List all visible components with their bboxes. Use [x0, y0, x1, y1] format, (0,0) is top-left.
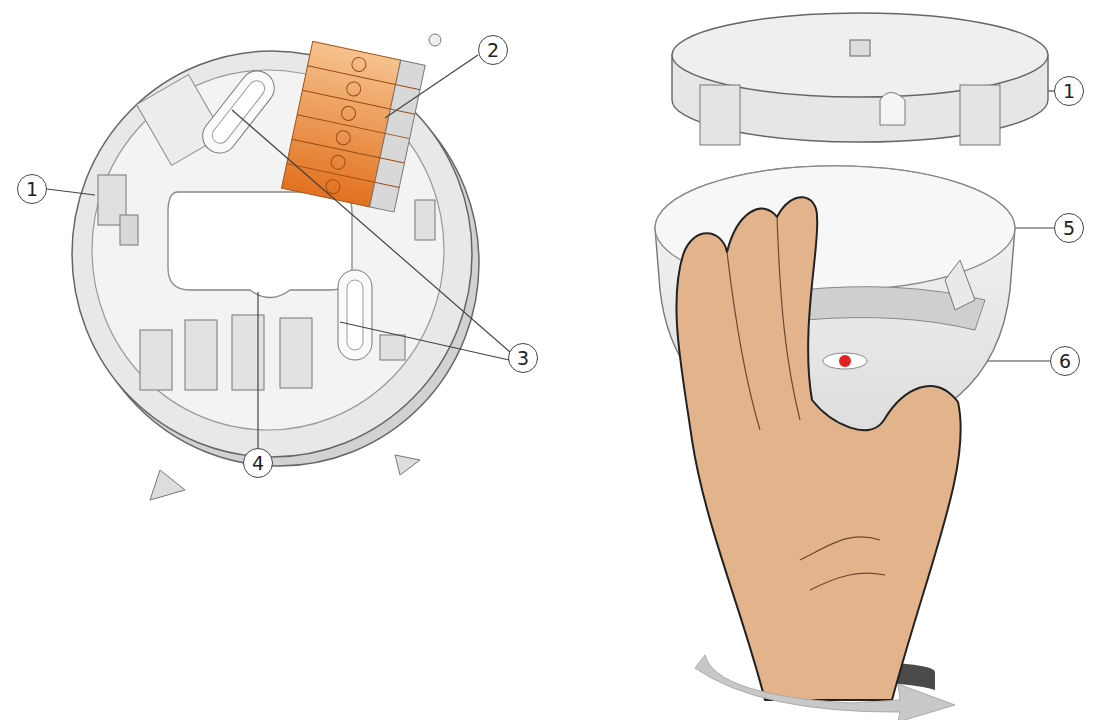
- clip: [380, 335, 405, 360]
- callout-number: 6: [1050, 346, 1080, 376]
- slot-outer: [196, 64, 281, 160]
- callout-number: 4: [243, 448, 273, 478]
- base-tab: [850, 40, 870, 56]
- clip: [415, 200, 435, 240]
- base-clip: [960, 85, 1000, 145]
- slot-outer: [338, 270, 372, 360]
- terminal-block: [282, 41, 426, 212]
- detector-vent: [945, 260, 975, 310]
- screw: [429, 34, 441, 46]
- callout-number: 3: [508, 343, 538, 373]
- cable-guide: [140, 330, 172, 390]
- led-window: [823, 353, 867, 369]
- cable-guide: [280, 318, 312, 388]
- cable-guide: [232, 315, 264, 390]
- slot-inner: [347, 280, 363, 350]
- base-top: [672, 13, 1048, 97]
- terminal-screws: [283, 47, 424, 207]
- hand: [676, 197, 960, 700]
- base-slot: [880, 93, 905, 126]
- rotation-arrow: [695, 655, 955, 720]
- base-tab: [150, 470, 185, 500]
- leader-lines: [47, 55, 1054, 448]
- cable-opening: [168, 192, 352, 298]
- screw-slot: [196, 64, 281, 160]
- hand-creases: [727, 217, 885, 590]
- callout-number: 1: [1054, 76, 1084, 106]
- callout-number: 5: [1054, 213, 1084, 243]
- cable-guide: [185, 320, 217, 390]
- base-clip: [700, 85, 740, 145]
- base-tab: [395, 455, 420, 475]
- callout-number: 2: [478, 35, 508, 65]
- screw-slot: [338, 270, 372, 360]
- base-rim: [72, 51, 472, 457]
- led: [839, 355, 851, 367]
- clip: [120, 215, 138, 245]
- callout-number: 1: [17, 174, 47, 204]
- slot-inner: [209, 77, 268, 146]
